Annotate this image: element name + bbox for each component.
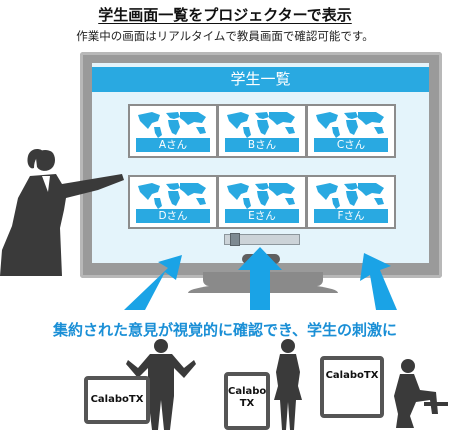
world-map-icon	[316, 183, 384, 209]
student-tile-c[interactable]: Cさん	[306, 104, 396, 158]
world-map-icon	[138, 183, 206, 209]
diagram-caption: 集約された意見が視覚的に確認でき、学生の刺激に	[53, 321, 397, 339]
tablet-2-label-line1: Calabo	[228, 386, 267, 397]
screen-title: 学生一覧	[92, 67, 429, 92]
presenter-silhouette	[0, 148, 124, 276]
world-map-icon	[316, 112, 384, 138]
student-tile-b[interactable]: Bさん	[217, 104, 307, 158]
world-map-icon	[227, 183, 295, 209]
tile-label-a: Aさん	[136, 138, 210, 152]
student-tile-f[interactable]: Fさん	[306, 175, 396, 229]
tile-label-e: Eさん	[225, 209, 299, 223]
arrow-center-icon	[238, 247, 282, 310]
tablet-2-label-line2: TX	[239, 398, 255, 409]
arrow-left-icon	[124, 255, 182, 310]
world-map-icon	[227, 112, 295, 138]
tablet-3[interactable]: CalaboTX	[320, 356, 384, 418]
tablet-2-label: Calabo TX	[228, 386, 266, 410]
tablet-1-label: CalaboTX	[90, 394, 144, 405]
tablet-3-label: CalaboTX	[325, 370, 379, 381]
student-woman-silhouette	[274, 339, 302, 430]
tile-label-b: Bさん	[225, 138, 299, 152]
monitor-screen	[92, 63, 429, 263]
tile-label-d: Dさん	[136, 209, 210, 223]
arrow-right-icon	[360, 253, 397, 310]
screen-scrollbar-thumb[interactable]	[230, 233, 240, 246]
diagram-title: 学生画面一覧をプロジェクターで表示	[98, 6, 352, 24]
world-map-icon	[138, 112, 206, 138]
student-tile-d[interactable]: Dさん	[128, 175, 218, 229]
student-standing-silhouette	[126, 339, 196, 430]
tablet-2[interactable]: Calabo TX	[224, 372, 270, 430]
student-tile-e[interactable]: Eさん	[217, 175, 307, 229]
diagram-subtitle: 作業中の画面はリアルタイムで教員画面で確認可能です。	[76, 29, 374, 43]
tile-label-c: Cさん	[314, 138, 388, 152]
screen-scrollbar[interactable]	[224, 234, 300, 245]
tablet-1[interactable]: CalaboTX	[84, 376, 150, 424]
student-seated-silhouette	[394, 359, 448, 428]
tile-label-f: Fさん	[314, 209, 388, 223]
